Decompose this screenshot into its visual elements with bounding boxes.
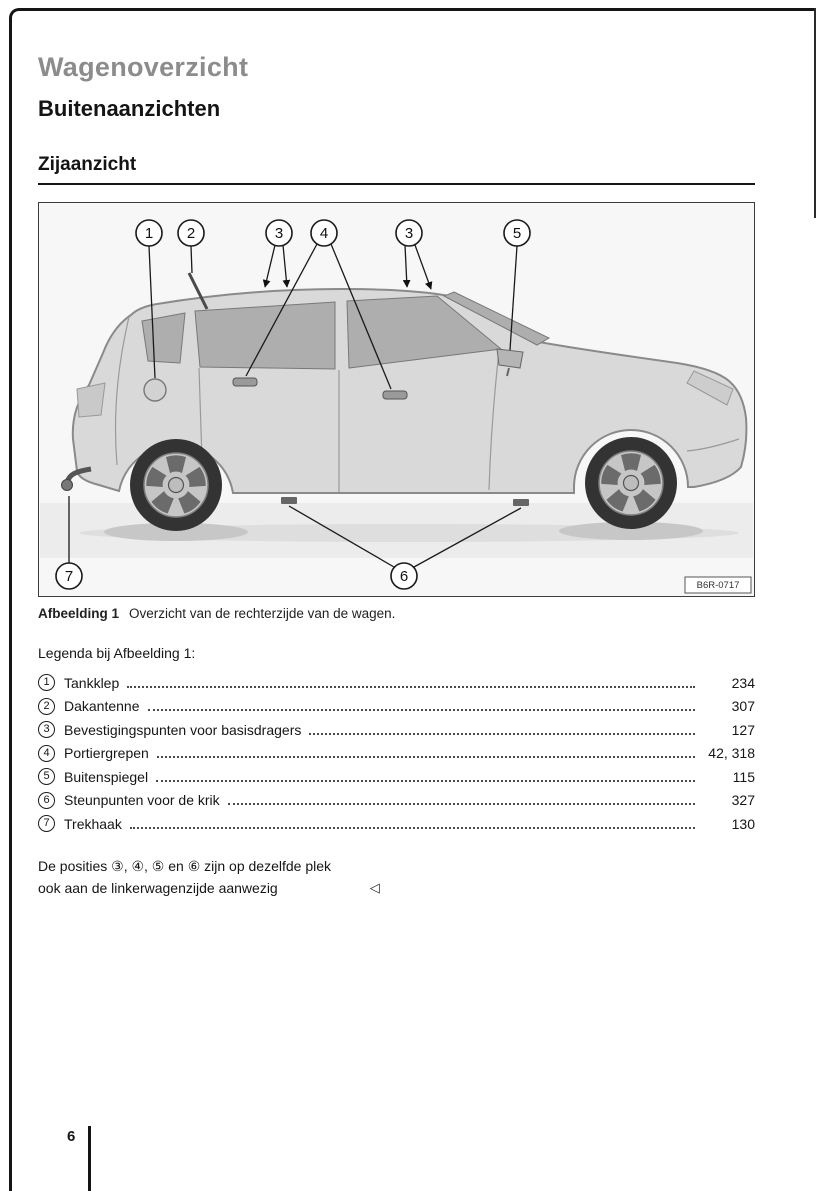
subsection-title: Zijaanzicht [38,154,755,185]
svg-text:6: 6 [400,568,408,585]
dotted-leader [127,685,695,688]
headlight [686,370,734,406]
dotted-leader [129,826,695,829]
dotted-leader [147,709,695,712]
item-label: Trekhaak [64,815,122,832]
section-title: Buitenaanzichten [38,96,221,121]
svg-text:3: 3 [275,225,283,242]
page-number: 6 [67,1128,76,1145]
item-number-badge: 6 [38,791,55,809]
rear-quarter-window [141,312,186,364]
item-number-badge: 7 [38,815,55,833]
roof-antenna [187,272,209,310]
legend-item: 4 Portiergrepen 42, 318 [38,742,755,766]
svg-text:1: 1 [145,225,153,242]
svg-text:7: 7 [65,568,73,585]
tow-hook [61,466,92,491]
rear-light [76,382,106,418]
svg-text:B6R-0717: B6R-0717 [697,580,740,591]
callout-6: 6 [288,505,522,590]
item-page-ref: 327 [731,792,755,809]
svg-text:3: 3 [405,225,413,242]
jack-points [281,497,529,506]
legend-list: 1 Tankklep 234 2 Dakantenne 307 3 Bevest… [38,671,755,836]
item-page-ref: 234 [731,674,755,691]
page-number-rule [88,1126,91,1191]
item-page-ref: 42, 318 [708,745,755,762]
item-label: Portiergrepen [64,745,149,762]
figure-caption-text: Overzicht van de rechterzijde van de wag… [129,606,396,621]
dotted-leader [156,779,695,782]
page-content: Wagenoverzicht Buitenaanzichten Zijaanzi… [38,52,755,899]
legend-item: 3 Bevestigingspunten voor basisdragers 1… [38,718,755,742]
figure-caption: Afbeelding 1 Overzicht van de rechterzijd… [38,606,755,621]
item-page-ref: 115 [732,768,755,785]
figure-caption-label: Afbeelding 1 [38,606,120,621]
figure-side-view: 1 2 3 [38,202,755,597]
front-wheel [584,436,678,530]
dotted-leader [227,803,695,806]
dotted-leader [156,756,695,759]
note-line-2-text: ook aan de linkerwagenzijde aanwezig [38,879,278,896]
item-label: Tankklep [64,674,120,691]
item-label: Buitenspiegel [64,768,149,785]
windshield [442,291,551,346]
rear-wheel [129,438,223,532]
rear-door-window [194,301,336,370]
note-line-1: De posities ③, ④, ⑤ en ⑥ zijn op dezelfd… [38,857,332,874]
item-number-badge: 3 [38,721,55,739]
item-page-ref: 307 [731,698,755,715]
callout-1: 1 [135,219,163,379]
callout-3a: 3 [262,219,293,288]
item-label: Dakantenne [64,698,140,715]
image-code: B6R-0717 [684,576,752,594]
callout-5: 5 [503,219,531,351]
callout-3b: 3 [395,219,433,290]
legend-item: 2 Dakantenne 307 [38,695,755,719]
rear-door-handle [232,377,258,387]
note-line-2: ook aan de linkerwagenzijde aanwezig ◁ [38,877,755,899]
item-page-ref: 127 [731,721,755,738]
svg-text:2: 2 [187,225,195,242]
dotted-leader [309,732,695,735]
side-mirror [496,348,524,377]
item-label: Bevestigingspunten voor basisdragers [64,721,302,738]
callout-7: 7 [55,496,83,590]
legend-title: Legenda bij Afbeelding 1: [38,645,196,661]
note-text: De posities ③, ④, ⑤ en ⑥ zijn op dezelfd… [38,855,755,900]
legend-item: 5 Buitenspiegel 115 [38,765,755,789]
item-number-badge: 4 [38,744,55,762]
car-illustration: 1 2 3 [40,204,753,595]
fuel-flap [143,378,167,402]
svg-text:5: 5 [513,225,521,242]
callout-4: 4 [245,219,392,390]
scan-border-right [814,8,816,218]
door-handles [232,377,408,400]
item-page-ref: 130 [731,815,755,832]
item-number-badge: 2 [38,697,55,715]
item-label: Steunpunten voor de krik [64,792,220,809]
item-number-badge: 5 [38,768,55,786]
svg-text:4: 4 [320,225,328,242]
callouts: 1 2 3 [55,219,531,590]
chapter-title: Wagenoverzicht [38,52,249,82]
legend-item: 6 Steunpunten voor de krik 327 [38,789,755,813]
windows [141,291,551,370]
legend-item: 1 Tankklep 234 [38,671,755,695]
front-door-handle [382,390,408,400]
callout-2: 2 [177,219,205,274]
item-number-badge: 1 [38,674,55,692]
legend-item: 7 Trekhaak 130 [38,812,755,836]
section-end-marker: ◁ [369,879,380,895]
